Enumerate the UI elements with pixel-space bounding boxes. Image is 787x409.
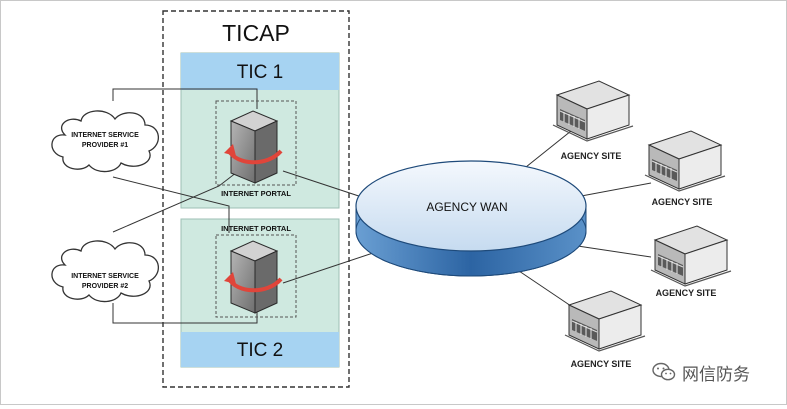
agency-site-4-label: AGENCY SITE xyxy=(571,359,632,369)
tic2-label: TIC 2 xyxy=(237,340,283,361)
watermark: 网信防务 xyxy=(652,358,777,386)
ticap-boundary xyxy=(162,10,350,388)
agency-site-2-icon xyxy=(644,130,726,192)
ticap-label: TICAP xyxy=(222,20,290,46)
wechat-icon xyxy=(652,362,676,381)
isp2-label-line2: PROVIDER #2 xyxy=(82,283,128,290)
isp1-label-line1: INTERNET SERVICE xyxy=(71,132,139,139)
isp1-label-line2: PROVIDER #1 xyxy=(82,142,128,149)
tic1-header xyxy=(181,53,339,90)
watermark-text: 网信防务 xyxy=(682,364,750,385)
isp2-cloud-icon xyxy=(51,240,160,303)
agency-site-3-label: AGENCY SITE xyxy=(656,288,717,298)
agency-wan-label: AGENCY WAN xyxy=(426,200,507,214)
isp2-label-line1: INTERNET SERVICE xyxy=(71,273,139,280)
tic2-header xyxy=(181,332,339,367)
agency-site-1-icon xyxy=(552,80,634,142)
portal1-server-icon xyxy=(230,110,278,184)
agency-site-4-icon xyxy=(564,290,646,352)
agency-site-2-label: AGENCY SITE xyxy=(652,197,713,207)
portal2-box xyxy=(215,234,297,318)
portal1-box xyxy=(215,100,297,186)
agency-wan-disk xyxy=(355,160,587,277)
portal2-server-icon xyxy=(230,240,278,314)
agency-site-3-icon xyxy=(650,225,732,287)
portal1-label: INTERNET PORTAL xyxy=(221,189,291,198)
tic1-label: TIC 1 xyxy=(237,62,283,83)
agency-site-1-label: AGENCY SITE xyxy=(561,151,622,161)
portal2-label: INTERNET PORTAL xyxy=(221,224,291,233)
